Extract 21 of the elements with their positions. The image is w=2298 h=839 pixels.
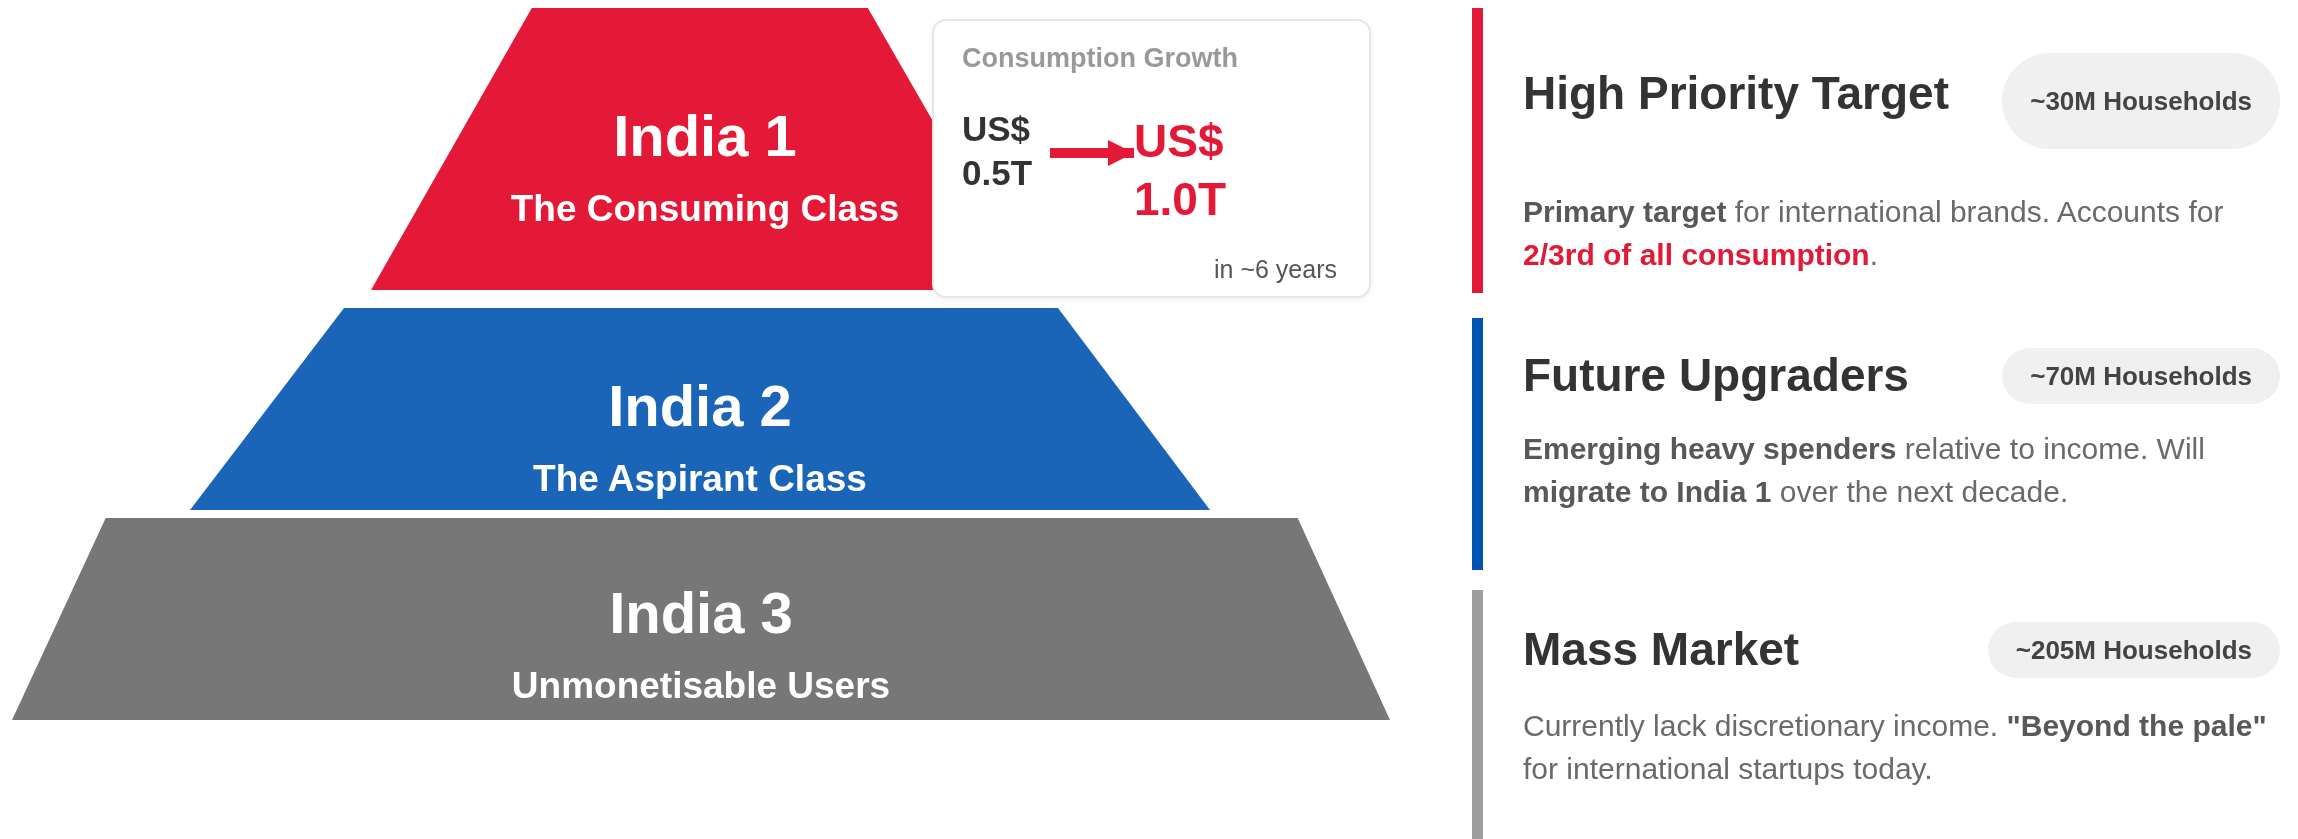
card-heading: Consumption Growth [962, 43, 1238, 74]
segment-description: Primary target for international brands. Accounts for 2/3rd of all consumption. [1523, 194, 2225, 273]
tier-title: India 3 [609, 579, 793, 648]
value-text: US$ 1.0T [1134, 113, 1244, 231]
household-count: ~205M Households [1987, 622, 2280, 678]
tier-subtitle: The Aspirant Class [533, 456, 867, 501]
household-count: ~30M Households [2002, 53, 2280, 149]
segment-heading: High Priority Target [1523, 66, 1949, 120]
tier-subtitle: Unmonetisable Users [511, 663, 891, 708]
value-text: US$ 0.5T [962, 107, 1050, 199]
segment-heading: Mass Market [1523, 622, 1800, 676]
tier-title: India 2 [608, 372, 792, 441]
household-count: ~70M Households [2002, 348, 2280, 404]
segment-description: Currently lack discretionary income. "Beyond the pale" for international startups today. [1523, 708, 2268, 787]
tier-subtitle: The Consuming Class [510, 186, 900, 231]
segment-description: Emerging heavy spenders relative to income. Will migrate to India 1 over the next decade. [1523, 431, 2206, 510]
info-card [932, 19, 1371, 298]
tier-title: India 1 [613, 102, 797, 171]
segment-heading: Future Upgraders [1523, 348, 1909, 402]
arrow [1050, 140, 1134, 166]
card-note: in ~6 years [1214, 255, 1337, 284]
